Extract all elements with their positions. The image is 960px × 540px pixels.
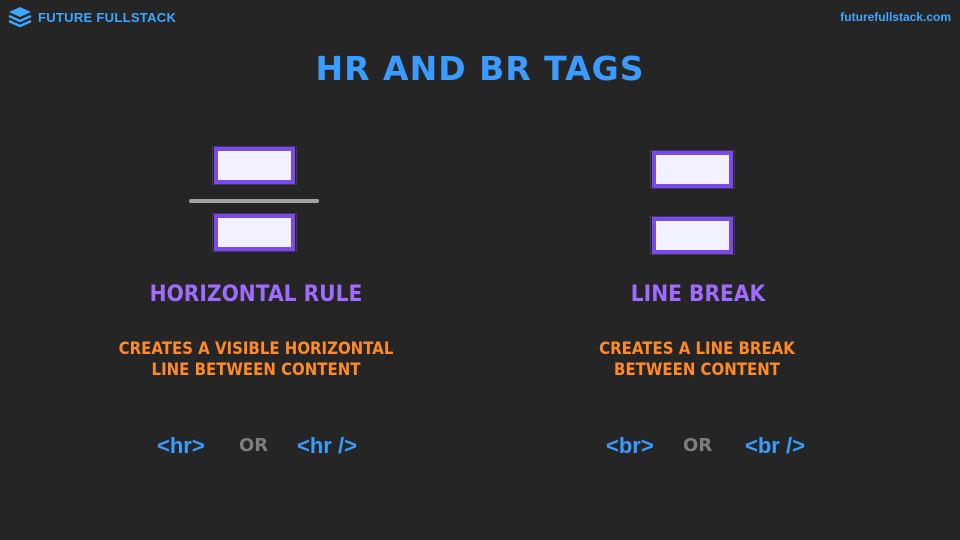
br-syntax-primary: <br> <box>606 433 654 458</box>
site-url: futurefullstack.com <box>840 10 951 24</box>
br-bottom-box <box>650 216 735 255</box>
hr-syntax-primary: <hr> <box>157 433 205 458</box>
horizontal-rule-heading: HORIZONTAL RULE <box>149 282 363 307</box>
br-syntax-alternate: <br /> <box>745 433 805 458</box>
hr-or-label: OR <box>239 435 269 456</box>
horizontal-rule-description-line2: LINE BETWEEN CONTENT <box>151 360 361 380</box>
line-break-description-line2: BETWEEN CONTENT <box>614 360 780 380</box>
hr-top-box <box>212 146 297 185</box>
horizontal-rule-description-line1: CREATES A VISIBLE HORIZONTAL <box>118 339 394 359</box>
br-top-box <box>650 150 735 189</box>
brand-logo: FUTURE FULLSTACK <box>8 5 176 29</box>
hr-bottom-box <box>212 213 297 252</box>
horizontal-rule-line <box>189 199 319 203</box>
slide-title: HR AND BR TAGS <box>315 49 645 88</box>
hr-syntax-alternate: <hr /> <box>297 433 357 458</box>
br-or-label: OR <box>683 435 713 456</box>
line-break-heading: LINE BREAK <box>630 282 766 307</box>
line-break-description-line1: CREATES A LINE BREAK <box>599 339 795 359</box>
brand-name: FUTURE FULLSTACK <box>38 9 177 25</box>
stacked-layers-icon <box>8 7 32 28</box>
